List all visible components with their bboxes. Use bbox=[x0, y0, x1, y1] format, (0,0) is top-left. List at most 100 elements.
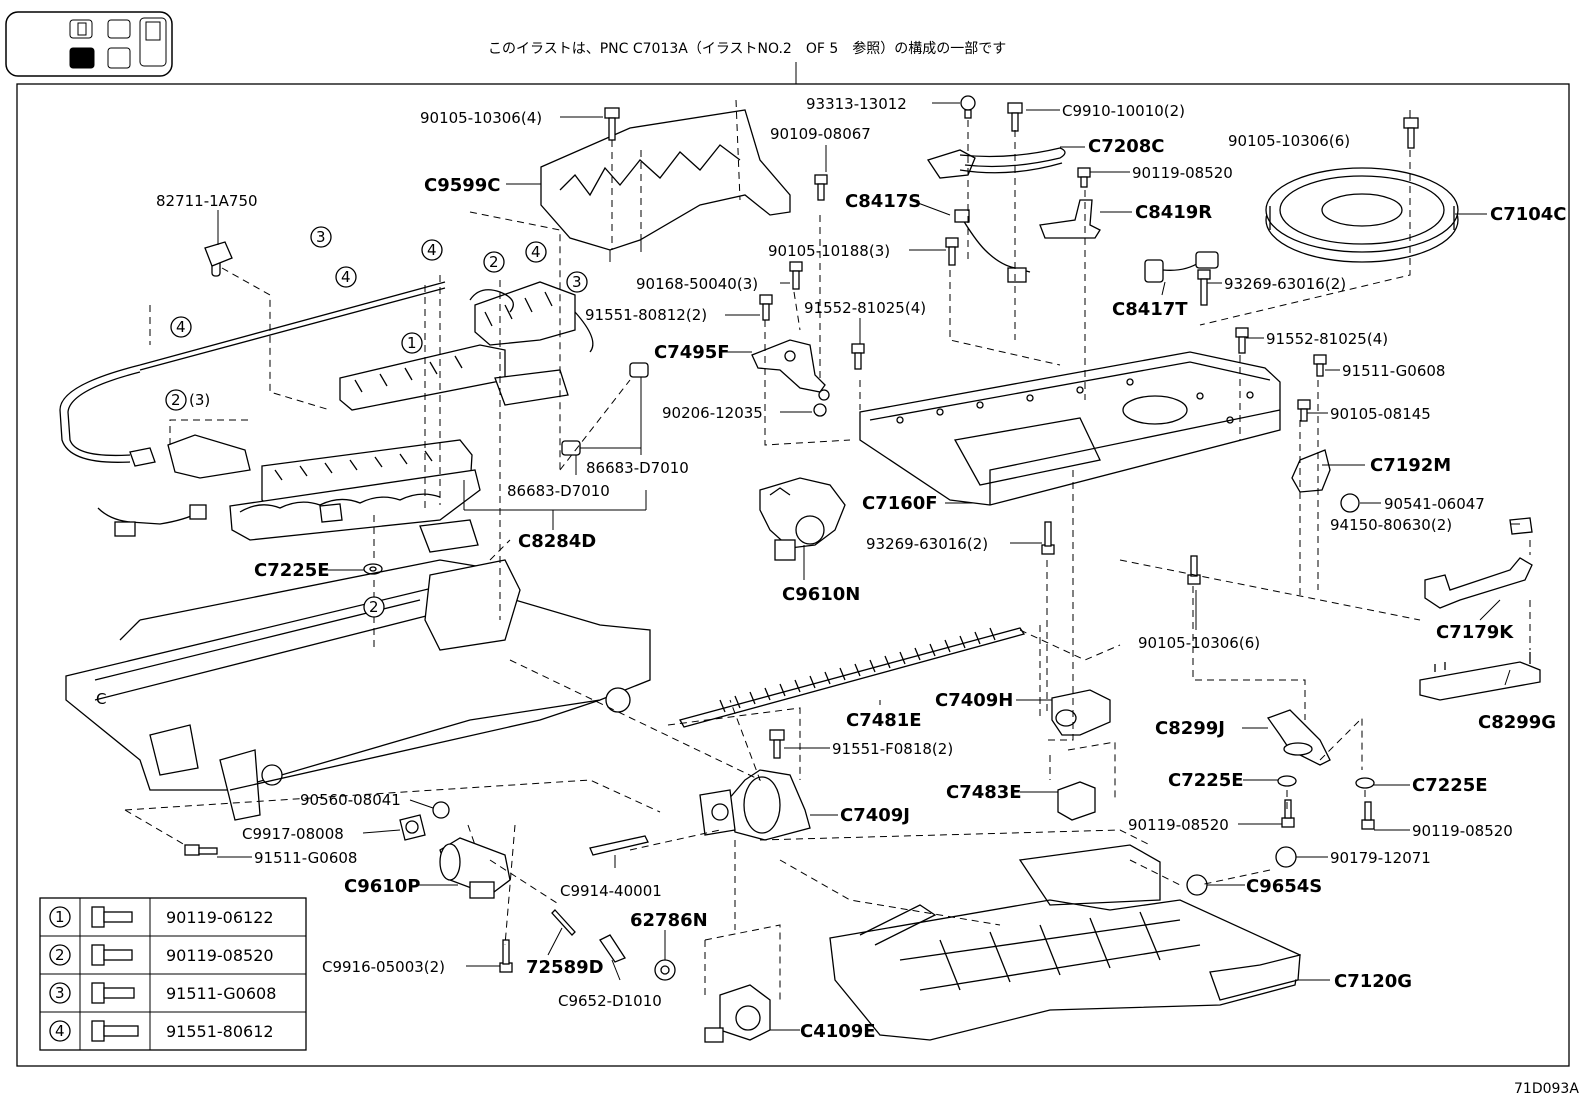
part-label: 90179-12071 bbox=[1330, 849, 1431, 867]
flange-bolt-icon bbox=[91, 944, 133, 966]
bolt-drawings bbox=[184, 95, 1419, 973]
part-label: 93313-13012 bbox=[806, 95, 907, 113]
screw-c7481e-drawing bbox=[679, 627, 1026, 728]
part-label: 90560-08041 bbox=[300, 791, 401, 809]
part-label: C8284D bbox=[518, 531, 596, 552]
diagram-frame bbox=[16, 83, 1570, 1067]
svg-text:3: 3 bbox=[316, 228, 326, 246]
part-label: 72589D bbox=[526, 957, 604, 978]
part-label: 90105-10188(3) bbox=[768, 242, 890, 260]
svg-text:91511-G0608: 91511-G0608 bbox=[166, 984, 276, 1003]
flange-bolt-icon bbox=[91, 982, 135, 1004]
diagram-caption: このイラストは、PNC C7013A（イラストNO.2 OF 5 参照）の構成の… bbox=[488, 40, 1006, 57]
lower-plate-c7120g-drawing bbox=[829, 844, 1301, 1041]
part-label: C7225E bbox=[254, 560, 330, 581]
svg-text:3: 3 bbox=[55, 984, 65, 1002]
part-label: 91551-F0818(2) bbox=[832, 740, 953, 758]
svg-text:C: C bbox=[96, 690, 106, 708]
part-label: 91551-80812(2) bbox=[585, 306, 707, 324]
bracket-c7192m-drawing bbox=[1291, 449, 1533, 535]
part-label: 86683-D7010 bbox=[507, 482, 610, 500]
part-label: C8299J bbox=[1155, 718, 1225, 739]
svg-text:2: 2 bbox=[369, 598, 379, 616]
part-label: C8299G bbox=[1478, 712, 1556, 733]
part-label: C9910-10010(2) bbox=[1062, 102, 1185, 120]
figure-id: 71D093A bbox=[1514, 1081, 1579, 1097]
svg-text:2: 2 bbox=[489, 253, 499, 271]
part-label: 62786N bbox=[630, 910, 708, 931]
part-label: C9654S bbox=[1246, 876, 1322, 897]
part-label: C7483E bbox=[946, 782, 1022, 803]
block-c7483e-drawing bbox=[1057, 781, 1096, 821]
svg-text:4: 4 bbox=[176, 318, 186, 336]
part-label: 91552-81025(4) bbox=[1266, 330, 1388, 348]
part-label: 90105-08145 bbox=[1330, 405, 1431, 423]
part-label: 82711-1A750 bbox=[156, 192, 258, 210]
part-label: C7192M bbox=[1370, 455, 1451, 476]
svg-text:4: 4 bbox=[531, 243, 541, 261]
part-label: C7120G bbox=[1334, 971, 1412, 992]
part-label: C7179K bbox=[1436, 622, 1514, 643]
sensor-c8417t-drawing bbox=[1144, 251, 1219, 283]
bracket-c7409h-drawing bbox=[1051, 689, 1111, 736]
gear-c7104c-drawing bbox=[1265, 167, 1459, 263]
callout-circle: 2 bbox=[363, 596, 385, 618]
motor-c9610p-drawing bbox=[439, 837, 511, 899]
rail-plate-c7160f-drawing bbox=[859, 351, 1281, 506]
legend-row: 1 90119-06122 bbox=[49, 906, 274, 928]
svg-text:90119-08520: 90119-08520 bbox=[166, 946, 274, 965]
callout-circle: 2 bbox=[165, 389, 187, 411]
callout-circle: 3 bbox=[310, 226, 332, 248]
callout-circle: 3 bbox=[566, 271, 588, 293]
part-label: 91511-G0608 bbox=[254, 849, 357, 867]
legend-row: 4 91551-80612 bbox=[49, 1020, 274, 1042]
svg-text:3: 3 bbox=[572, 273, 582, 291]
part-label: 90105-10306(6) bbox=[1228, 132, 1350, 150]
part-label: C8417T bbox=[1112, 299, 1188, 320]
part-label: 90119-08520 bbox=[1132, 164, 1233, 182]
callout-circle: 1 bbox=[401, 332, 423, 354]
svg-text:4: 4 bbox=[55, 1022, 65, 1040]
part-label: C7160F bbox=[862, 493, 938, 514]
callout-circle: 4 bbox=[335, 266, 357, 288]
bracket-c8419r-drawing bbox=[1039, 199, 1101, 239]
seat-frame-drawing: C bbox=[65, 559, 651, 821]
part-label: C8419R bbox=[1135, 202, 1212, 223]
callout-circle: 2 bbox=[483, 251, 505, 273]
fastener-legend: 1 90119-06122 2 90119-08520 3 91511-G060… bbox=[39, 897, 307, 1051]
callout-circle: 4 bbox=[170, 316, 192, 338]
part-label: C7208C bbox=[1088, 136, 1165, 157]
part-label: C7225E bbox=[1412, 775, 1488, 796]
part-label: 90206-12035 bbox=[662, 404, 763, 422]
part-label: C7409H bbox=[935, 690, 1013, 711]
part-label: C7409J bbox=[840, 805, 910, 826]
part-label: C7481E bbox=[846, 710, 922, 731]
part-label: C9917-08008 bbox=[242, 825, 344, 843]
part-label: 94150-80630(2) bbox=[1330, 516, 1452, 534]
part-label: 93269-63016(2) bbox=[866, 535, 988, 553]
part-label: 90105-10306(4) bbox=[420, 109, 542, 127]
motor-c9610n-drawing bbox=[759, 477, 846, 561]
bracket-c7495f-drawing bbox=[751, 339, 830, 417]
part-label: 91511-G0608 bbox=[1342, 362, 1445, 380]
callout-circle: 4 bbox=[421, 239, 443, 261]
part-label: C9652-D1010 bbox=[558, 992, 662, 1010]
seat-locator-thumbnail bbox=[5, 11, 173, 77]
part-label: C9914-40001 bbox=[560, 882, 662, 900]
legend-row: 3 91511-G0608 bbox=[49, 982, 276, 1004]
part-label: C7104C bbox=[1490, 204, 1567, 225]
part-label: C9916-05003(2) bbox=[322, 958, 445, 976]
part-label: C9610P bbox=[344, 876, 421, 897]
part-label: 90119-08520 bbox=[1412, 822, 1513, 840]
part-label: 93269-63016(2) bbox=[1224, 275, 1346, 293]
svg-text:4: 4 bbox=[427, 241, 437, 259]
svg-text:4: 4 bbox=[341, 268, 351, 286]
actuator-c4109e-drawing bbox=[704, 984, 771, 1043]
part-label: 86683-D7010 bbox=[586, 459, 689, 477]
legend-row: 2 90119-08520 bbox=[49, 944, 274, 966]
part-label: 90119-08520 bbox=[1128, 816, 1229, 834]
harness-c7208c-drawing bbox=[926, 147, 1066, 179]
part-label: C8417S bbox=[845, 191, 921, 212]
link-c7179k-drawing bbox=[1424, 557, 1533, 609]
